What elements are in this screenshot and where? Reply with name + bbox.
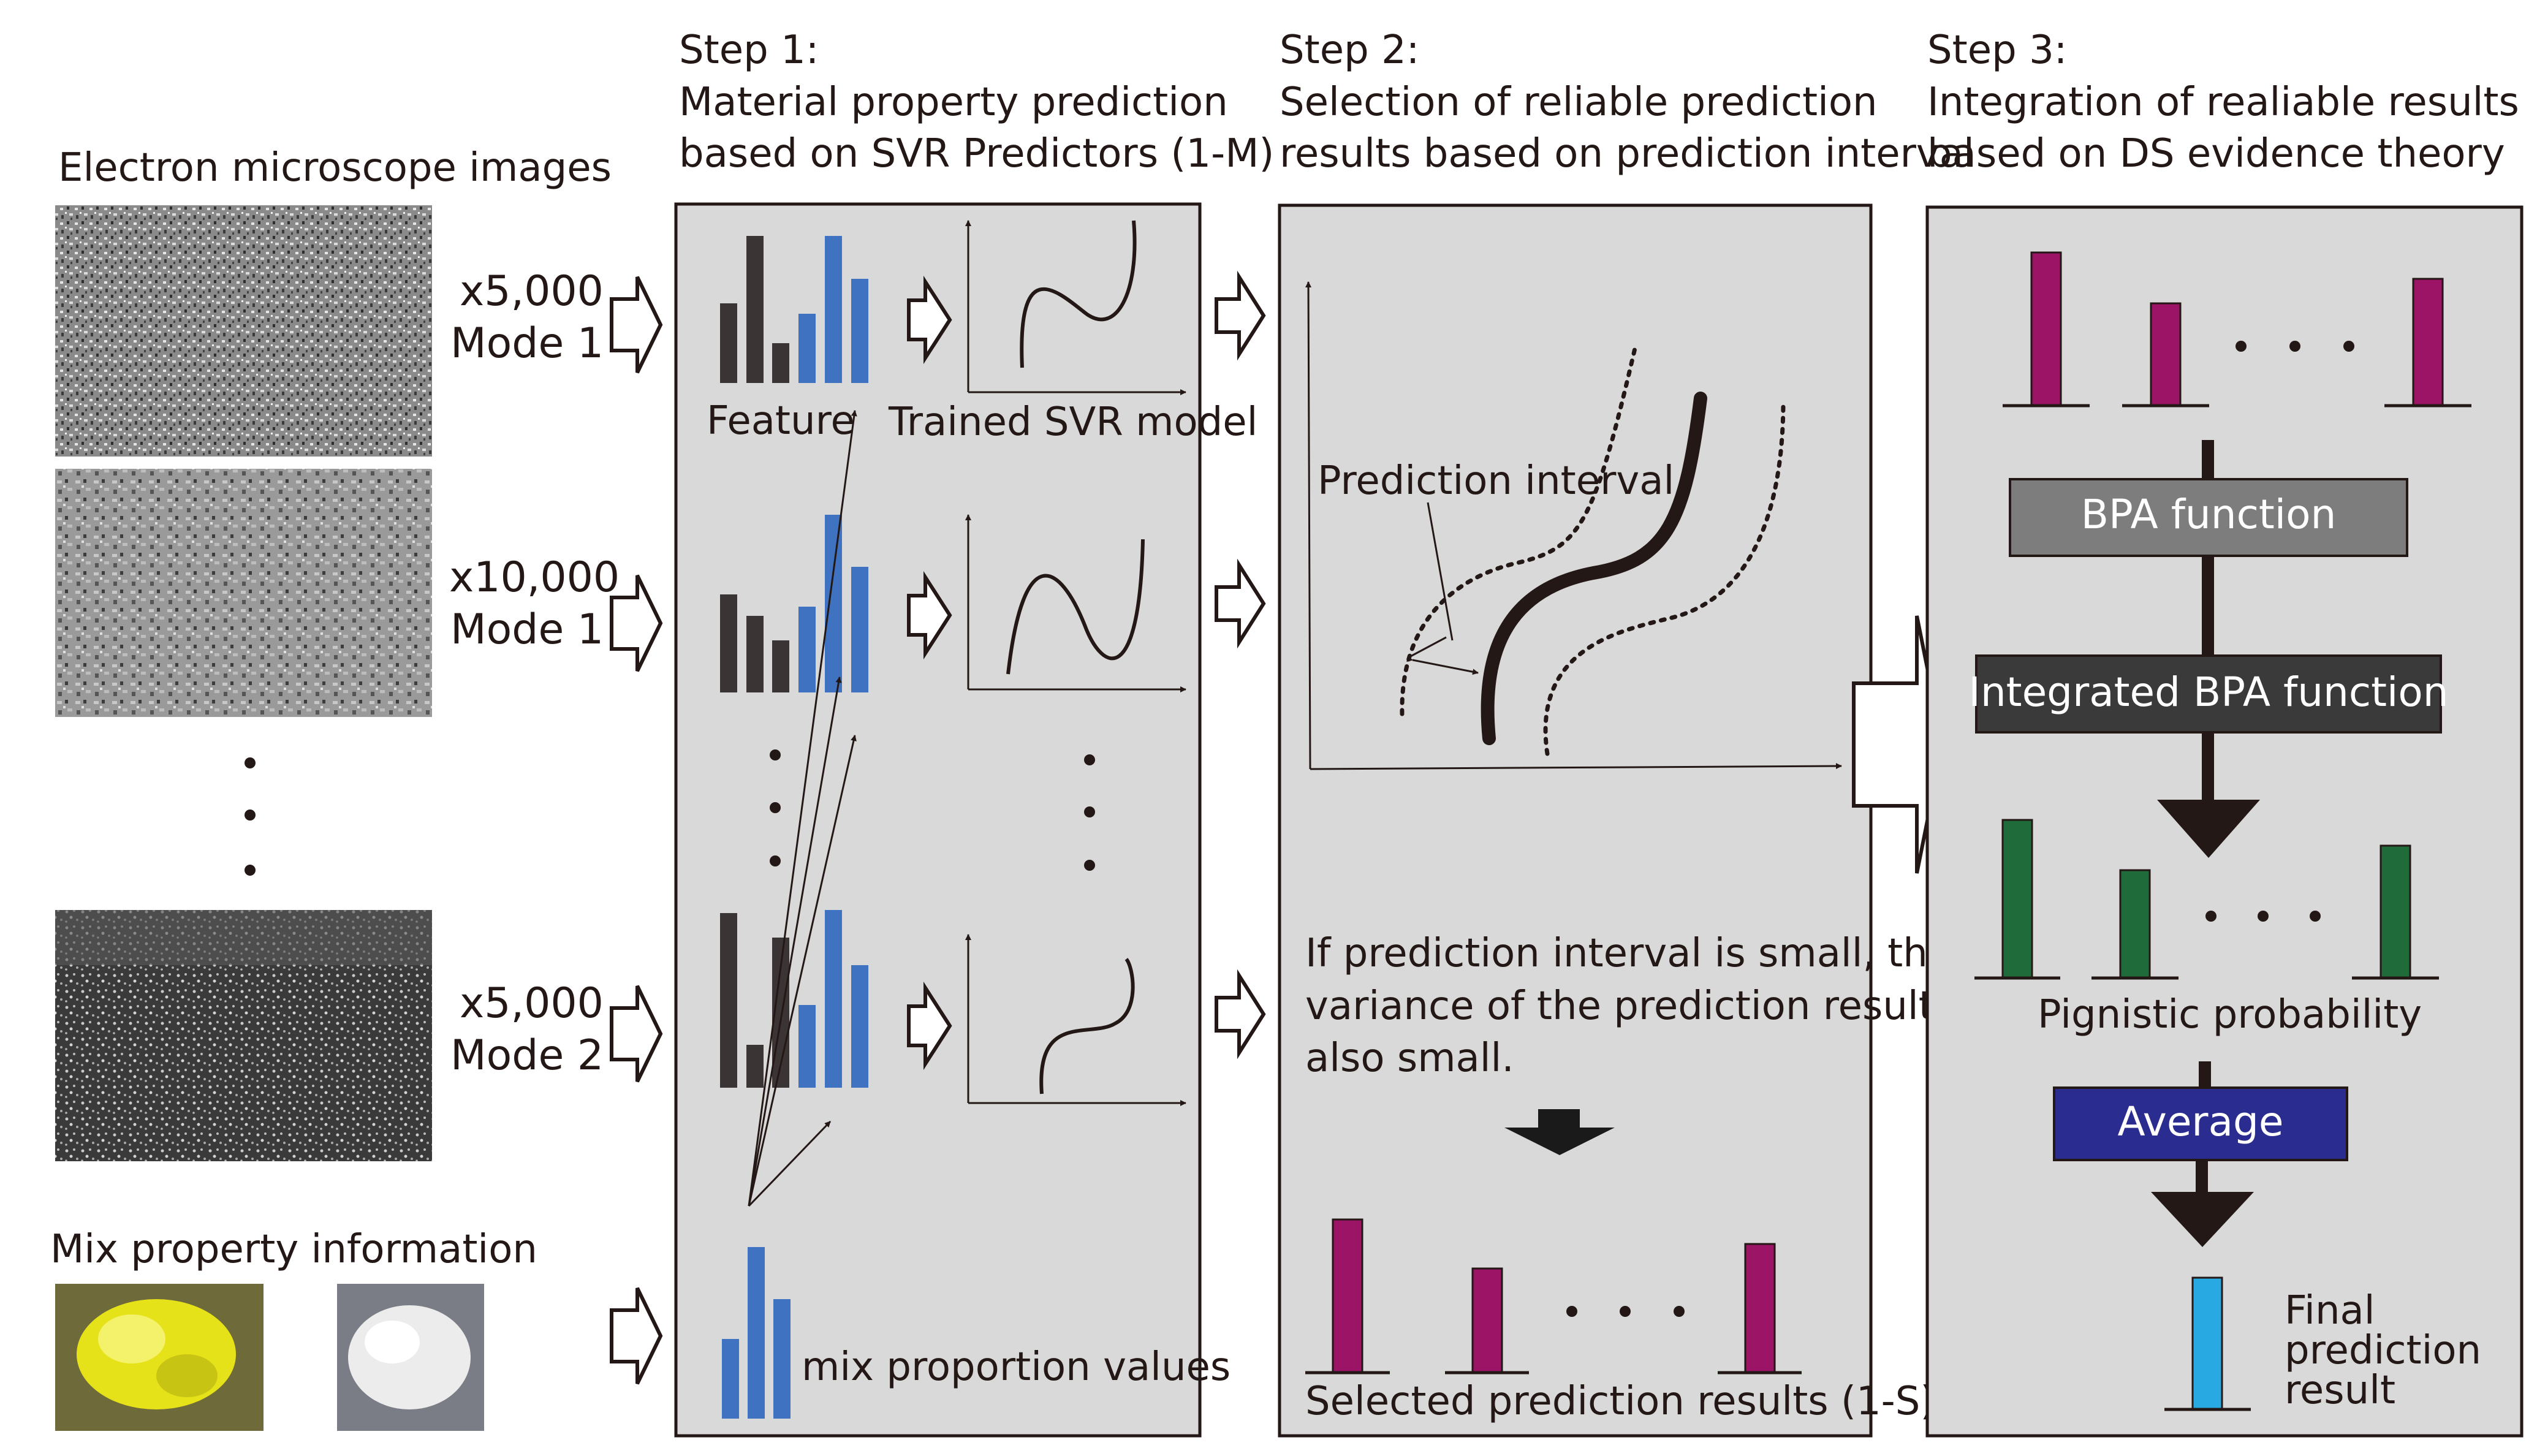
hollow-arrow-s1-row1: [907, 275, 952, 365]
mode-label-1: Mode 1: [450, 319, 604, 368]
svr-plot-row3: [965, 934, 1186, 1106]
selected-results-bars: [1305, 1218, 1802, 1374]
hollow-arrow-s1-to-s2-row3: [1215, 969, 1266, 1060]
average-box: Average: [2053, 1086, 2348, 1161]
bpa-function-box: BPA function: [2009, 478, 2408, 557]
vertical-ellipsis-step1-b: [1084, 754, 1095, 871]
interval-plot: [1305, 281, 1842, 770]
svr-plot-row2: [965, 514, 1186, 692]
final-label-line1: Final: [2285, 1288, 2375, 1333]
hollow-arrow-row2: [610, 574, 663, 672]
down-arrow-step2: [1504, 1109, 1615, 1155]
mode-label-3: Mode 2: [450, 1031, 604, 1080]
hollow-arrow-row1: [610, 276, 663, 374]
final-label-line3: result: [2285, 1368, 2395, 1413]
svr-plot-row1: [965, 220, 1186, 395]
mag-label-2: x10,000: [449, 553, 620, 602]
step1-title-line1: Material property prediction: [679, 80, 1228, 125]
mag-label-3: x5,000: [460, 979, 604, 1028]
step1-title-line2: based on SVR Predictors (1-M): [679, 131, 1274, 176]
feature-bars-row1: [720, 236, 868, 383]
em-image-1: [55, 205, 432, 457]
mag-label-1: x5,000: [460, 267, 604, 316]
vertical-ellipsis-left: [245, 757, 256, 876]
final-label-line2: prediction: [2285, 1328, 2481, 1373]
step3-title-line2: based on DS evidence theory: [1927, 131, 2505, 176]
hollow-arrow-s1-row2: [907, 571, 952, 660]
mix-proportion-bars: [722, 1247, 791, 1419]
feature-label: Feature: [707, 398, 855, 444]
mix-photo-white: [337, 1284, 484, 1431]
feature-bars-row2: [720, 515, 868, 692]
em-image-2: [55, 469, 432, 717]
step2-heading: Step 2:: [1280, 28, 1419, 73]
hollow-arrow-row3: [610, 985, 663, 1083]
selected-results-label: Selected prediction results (1-S): [1305, 1379, 1935, 1424]
note-line1: If prediction interval is small, the: [1305, 931, 1952, 976]
step3-heading: Step 3:: [1927, 28, 2067, 73]
vertical-ellipsis-step1-a: [770, 749, 781, 866]
final-result-bar: [2164, 1276, 2251, 1411]
svr-model-label: Trained SVR model: [888, 400, 1257, 445]
note-line3: also small.: [1305, 1036, 1514, 1081]
average-label: Average: [2117, 1098, 2283, 1145]
mix-to-feature-arrows: [748, 410, 857, 1207]
step3-title-line1: Integration of realiable results: [1927, 80, 2519, 125]
integrated-bpa-box: Integrated BPA function: [1968, 654, 2449, 734]
step1-panel: [674, 202, 1202, 1438]
mix-photo-yellow: [55, 1284, 264, 1431]
bpa-function-label: BPA function: [2081, 491, 2337, 538]
mix-info-title: Mix property information: [50, 1227, 537, 1272]
prediction-interval-label: Prediction interval: [1318, 458, 1674, 504]
mode-label-2: Mode 1: [450, 605, 604, 654]
hollow-arrow-s1-to-s2-row1: [1215, 270, 1266, 361]
note-line2: variance of the prediction results is: [1305, 984, 1998, 1029]
feature-bars-row3: [720, 910, 868, 1088]
hollow-arrow-s1-to-s2-row2: [1215, 558, 1266, 649]
step3-input-bars: [2003, 251, 2471, 408]
pignistic-label: Pignistic probability: [2038, 992, 2422, 1037]
mix-values-label: mix proportion values: [802, 1344, 1231, 1390]
pignistic-bars: [1974, 819, 2439, 980]
step2-title-line1: Selection of reliable prediction: [1280, 80, 1878, 125]
em-images-title: Electron microscope images: [58, 145, 612, 191]
integrated-bpa-label: Integrated BPA function: [1968, 669, 2448, 716]
step2-panel: [1278, 203, 1873, 1438]
hollow-arrow-s1-row3: [907, 981, 952, 1071]
step1-heading: Step 1:: [679, 28, 819, 73]
step2-title-line2: results based on prediction interval: [1280, 131, 1974, 176]
hollow-arrow-row4: [610, 1287, 663, 1385]
